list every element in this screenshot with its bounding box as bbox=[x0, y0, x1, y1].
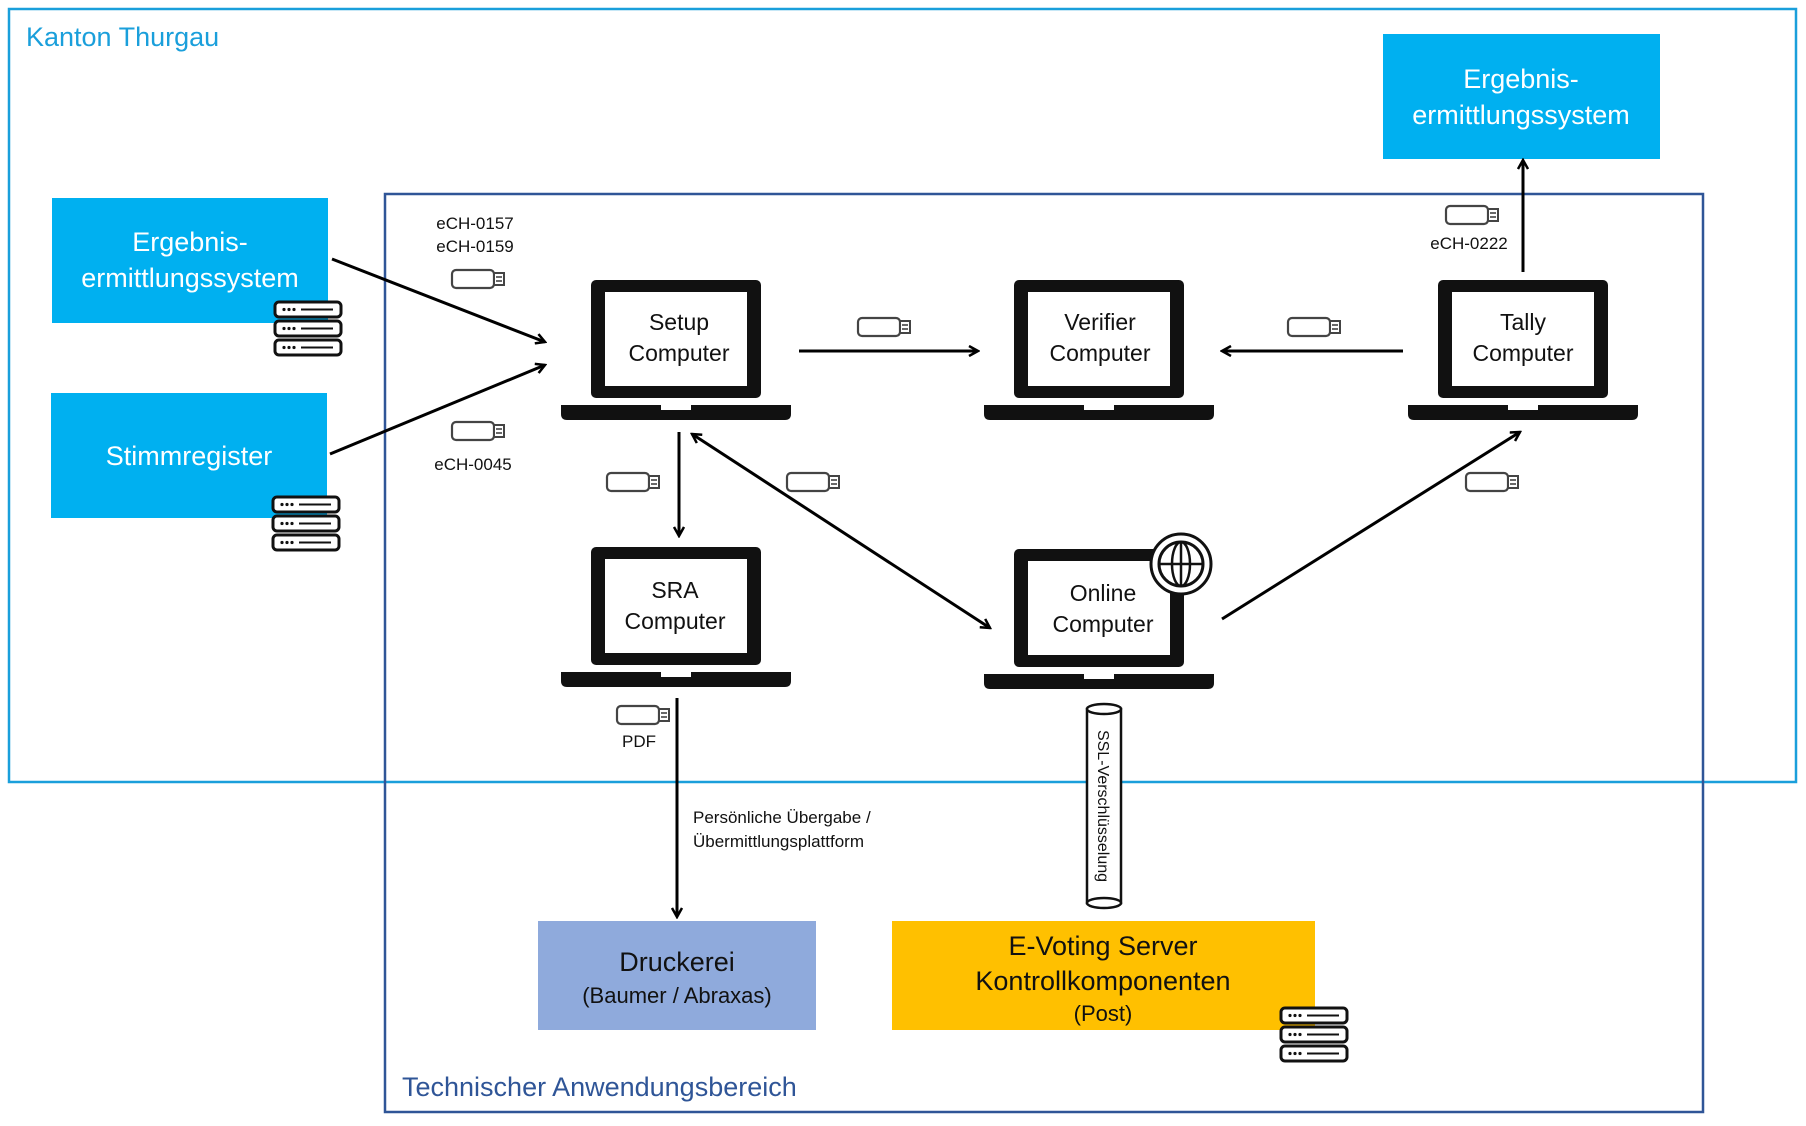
result-system-top-label-2: ermittlungssystem bbox=[1412, 100, 1630, 130]
arrow-setup-online-bidirectional bbox=[692, 434, 990, 628]
usb-icon-ech-0045 bbox=[450, 420, 506, 442]
globe-icon bbox=[1149, 532, 1213, 596]
handover-label-1: Persönliche Übergabe / bbox=[693, 808, 871, 827]
sra-computer-label-2: Computer bbox=[625, 608, 726, 634]
evoting-server-line-1: E-Voting Server bbox=[1008, 931, 1197, 961]
usb-icon-ech-0157 bbox=[450, 268, 506, 290]
online-computer-label-2: Computer bbox=[1053, 611, 1154, 637]
pdf-label: PDF bbox=[622, 732, 656, 751]
arrow-result-to-setup bbox=[331, 257, 545, 342]
online-computer-label-1: Online bbox=[1070, 580, 1136, 606]
printer-subtitle: (Baumer / Abraxas) bbox=[582, 983, 772, 1008]
setup-computer-label-1: Setup bbox=[649, 309, 709, 335]
server-icon-evoting bbox=[1279, 1006, 1349, 1063]
sra-computer-label-1: SRA bbox=[651, 577, 699, 603]
printer-box bbox=[538, 921, 816, 1030]
setup-computer-label-2: Computer bbox=[629, 340, 730, 366]
tally-computer-label-2: Computer bbox=[1473, 340, 1574, 366]
result-system-top-label-1: Ergebnis- bbox=[1463, 64, 1579, 94]
evoting-server-line-3: (Post) bbox=[1074, 1001, 1133, 1026]
ech-0159-label: eCH-0159 bbox=[436, 237, 514, 256]
usb-icon-tally-verifier bbox=[1286, 316, 1342, 338]
usb-icon-setup-sra bbox=[605, 471, 661, 493]
usb-icon-pdf bbox=[615, 704, 671, 726]
result-system-top-box bbox=[1383, 34, 1660, 159]
ech-0222-label: eCH-0222 bbox=[1430, 234, 1508, 253]
evoting-server-line-2: Kontrollkomponenten bbox=[975, 966, 1230, 996]
verifier-computer-label-1: Verifier bbox=[1064, 309, 1136, 335]
verifier-computer-label-2: Computer bbox=[1050, 340, 1151, 366]
canton-region-label: Kanton Thurgau bbox=[26, 22, 219, 52]
technical-region-label: Technischer Anwendungsbereich bbox=[402, 1072, 797, 1102]
arrow-online-to-tally bbox=[1221, 432, 1520, 621]
usb-icon-setup-online bbox=[785, 471, 841, 493]
server-icon-voter-register bbox=[271, 495, 341, 552]
server-icon-result-left bbox=[273, 300, 343, 357]
usb-icon-setup-verifier bbox=[856, 316, 912, 338]
tally-computer-label-1: Tally bbox=[1500, 309, 1547, 335]
ssl-encryption-tube bbox=[1085, 702, 1123, 910]
usb-icon-ech-0222 bbox=[1444, 204, 1500, 226]
voter-register-label: Stimmregister bbox=[106, 441, 273, 471]
usb-icon-online-tally bbox=[1464, 471, 1520, 493]
canton-region bbox=[7, 7, 1798, 784]
evoting-server-box bbox=[892, 921, 1315, 1030]
ech-0045-label: eCH-0045 bbox=[434, 455, 512, 474]
ech-0157-label: eCH-0157 bbox=[436, 214, 514, 233]
arrow-register-to-setup bbox=[329, 365, 545, 456]
printer-title: Druckerei bbox=[619, 947, 735, 977]
handover-label-2: Übermittlungsplattform bbox=[693, 832, 864, 851]
result-system-left-label-1: Ergebnis- bbox=[132, 227, 248, 257]
ssl-label: SSL-Verschlüsselung bbox=[1094, 730, 1111, 882]
result-system-left-label-2: ermittlungssystem bbox=[81, 263, 299, 293]
technical-region bbox=[383, 192, 1705, 1114]
